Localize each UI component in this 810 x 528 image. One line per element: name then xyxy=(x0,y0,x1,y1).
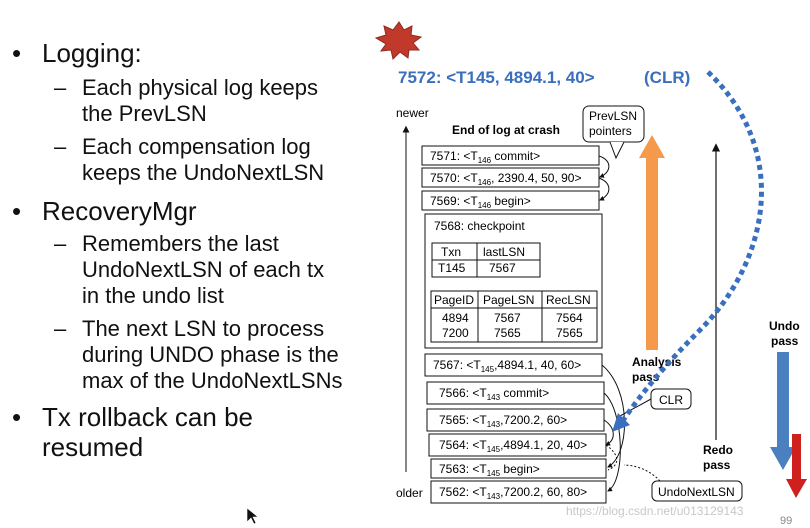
prevlsn-label: PrevLSN xyxy=(589,109,637,123)
clr-callout-line xyxy=(619,398,652,417)
checkpoint-title: 7568: checkpoint xyxy=(434,219,525,233)
bullet-list: •Logging: –Each physical log keeps the P… xyxy=(0,0,380,528)
sub-bullet-undonextlsn-cont: keeps the UndoNextLSN xyxy=(82,160,325,185)
dpt-cell: 7200 xyxy=(442,326,469,340)
sub-bullet-prevlsn: –Each physical log keeps xyxy=(54,75,319,100)
watermark: https://blog.csdn.net/u013129143 xyxy=(566,504,744,518)
bullet-logging: •Logging: xyxy=(12,38,142,68)
prevlsn-callout-tail xyxy=(609,141,625,160)
txn-table: Txn lastLSN T145 7567 xyxy=(431,242,541,278)
log-record-7570-text: 7570: <T146, 2390.4, 50, 90> xyxy=(430,171,581,187)
undo-pass-label: pass xyxy=(771,334,799,348)
end-of-log-label: End of log at crash xyxy=(452,123,560,137)
undo-arrow-shaft xyxy=(777,352,789,447)
sub-bullet-remembers: –Remembers the last xyxy=(54,231,279,256)
log-record-7562 xyxy=(430,480,607,504)
log-record-7563 xyxy=(430,458,607,479)
log-record-7570 xyxy=(421,167,600,188)
log-record-7562-text: 7562: <T143,7200.2, 60, 80> xyxy=(439,485,587,501)
txn-header: Txn xyxy=(441,245,461,259)
page-number: 99 xyxy=(780,515,792,527)
bullet-tx-rollback-cont: resumed xyxy=(42,432,144,462)
undonextlsn-callout xyxy=(651,480,743,502)
dpt-cell: 7565 xyxy=(556,326,583,340)
red-arrow-shaft xyxy=(792,434,801,479)
log-record-7564-text: 7564: <T145,4894.1, 20, 40> xyxy=(439,438,587,454)
crash-burst-icon xyxy=(374,21,423,60)
newer-label: newer xyxy=(396,106,429,120)
analysis-arrow-head xyxy=(639,135,665,158)
dirty-page-table: PageID PageLSN RecLSN 4894 7567 7564 720… xyxy=(430,290,598,343)
dpt-cell: 7565 xyxy=(494,326,521,340)
undo-arrow-head xyxy=(770,447,796,470)
log-record-7566-text: 7566: <T143 commit> xyxy=(439,386,549,402)
lastlsn-header: lastLSN xyxy=(483,245,525,259)
sub-bullet-remembers-cont1: UndoNextLSN of each tx xyxy=(82,257,325,282)
redo-pass-label: pass xyxy=(703,458,731,472)
log-record-7569 xyxy=(421,190,600,211)
log-record-7567-text: 7567: <T145,4894.1, 40, 60> xyxy=(433,358,581,374)
log-record-7565-text: 7565: <T143,7200.2, 60> xyxy=(439,413,567,429)
log-record-7563-text: 7563: <T145 begin> xyxy=(439,462,540,478)
reclsn-header: RecLSN xyxy=(546,293,591,307)
sub-bullet-next-lsn-cont2: max of the UndoNextLSNs xyxy=(82,368,343,393)
bullet-recoverymgr: •RecoveryMgr xyxy=(12,196,197,226)
analysis-pass-label: pass xyxy=(632,370,660,384)
pageid-header: PageID xyxy=(434,293,474,307)
clr-undonext-arrow-head xyxy=(612,413,630,432)
mouse-cursor-icon xyxy=(246,507,259,525)
lastlsn-cell: 7567 xyxy=(489,261,516,275)
dpt-cell: 7567 xyxy=(494,311,521,325)
undonext-pointer xyxy=(605,444,618,471)
sub-bullet-next-lsn: –The next LSN to process xyxy=(54,316,325,341)
sub-bullet-undonextlsn: –Each compensation log xyxy=(54,134,311,159)
pointers-label: pointers xyxy=(589,124,632,138)
sub-bullet-next-lsn-cont1: during UNDO phase is the xyxy=(82,342,339,367)
log-record-7571-text: 7571: <T146 commit> xyxy=(430,149,540,165)
dpt-cell: 7564 xyxy=(556,311,583,325)
prevlsn-pointer xyxy=(603,392,621,492)
sub-bullet-remembers-cont2: in the undo list xyxy=(82,283,224,308)
prevlsn-pointer xyxy=(598,155,610,178)
red-arrow-head xyxy=(786,479,807,498)
log-record-7571 xyxy=(421,145,600,166)
prevlsn-pointer xyxy=(598,177,610,201)
undo-label: Undo xyxy=(769,319,800,333)
clr-header: 7572: <T145, 4894.1, 40> xyxy=(398,68,595,87)
clr-header-tag: (CLR) xyxy=(644,68,690,87)
pagelsn-header: PageLSN xyxy=(483,293,534,307)
clr-label: CLR xyxy=(659,393,683,407)
undonextlsn-callout-line xyxy=(623,464,661,482)
redo-label: Redo xyxy=(703,443,733,457)
bullet-tx-rollback: •Tx rollback can be xyxy=(12,402,253,432)
older-label: older xyxy=(396,486,423,500)
dpt-cell: 4894 xyxy=(442,311,469,325)
undonextlsn-label: UndoNextLSN xyxy=(658,485,735,499)
log-record-7569-text: 7569: <T146 begin> xyxy=(430,194,531,210)
prevlsn-pointer xyxy=(603,419,614,446)
analysis-arrow-shaft xyxy=(646,158,658,350)
txn-cell: T145 xyxy=(438,261,466,275)
sub-bullet-prevlsn-cont: the PrevLSN xyxy=(82,101,207,126)
